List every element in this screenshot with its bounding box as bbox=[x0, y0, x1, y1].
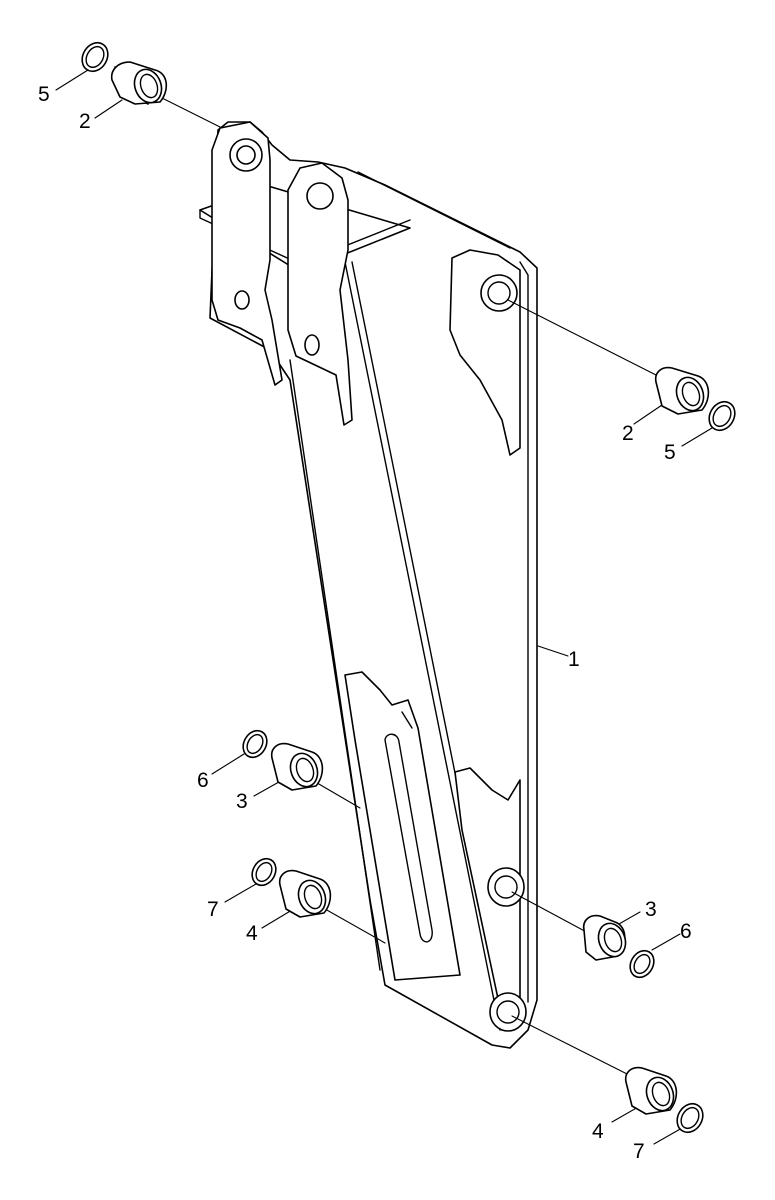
callout-bushing-top-left: 2 bbox=[79, 110, 91, 133]
bushing-top-right bbox=[654, 366, 710, 415]
bushing-low-left bbox=[278, 869, 332, 918]
callout-ring-top-left: 5 bbox=[38, 83, 50, 106]
ring-top-left bbox=[81, 41, 109, 73]
bushing-bottom-right bbox=[624, 1066, 678, 1115]
leader-lines bbox=[55, 69, 713, 1145]
callout-bushing-bottom-right: 4 bbox=[592, 1120, 604, 1143]
callout-bushing-top-right: 2 bbox=[622, 422, 634, 445]
bushing-mid-right bbox=[582, 914, 627, 961]
bushing-top-left bbox=[110, 61, 168, 105]
callout-ring-top-right: 5 bbox=[664, 441, 676, 464]
bushing-mid-left bbox=[270, 742, 324, 791]
ring-low-left bbox=[251, 857, 277, 887]
callout-ring-mid-right: 6 bbox=[680, 920, 692, 943]
callout-ring-low-left: 7 bbox=[207, 898, 219, 921]
callout-labels: 1 5 2 2 5 6 3 7 4 3 6 4 7 bbox=[38, 83, 692, 1163]
callout-bushing-mid-left: 3 bbox=[236, 790, 248, 813]
callout-ring-mid-left: 6 bbox=[197, 769, 209, 792]
ring-mid-left bbox=[242, 729, 268, 759]
ring-top-right bbox=[708, 400, 736, 432]
arm-body bbox=[199, 121, 538, 1049]
ring-mid-right bbox=[629, 949, 655, 979]
ring-bottom-right bbox=[676, 1102, 704, 1134]
callout-ring-bottom-right: 7 bbox=[633, 1140, 645, 1163]
callout-bushing-mid-right: 3 bbox=[645, 898, 657, 921]
callout-bushing-low-left: 4 bbox=[246, 922, 258, 945]
callout-arm: 1 bbox=[568, 648, 580, 671]
